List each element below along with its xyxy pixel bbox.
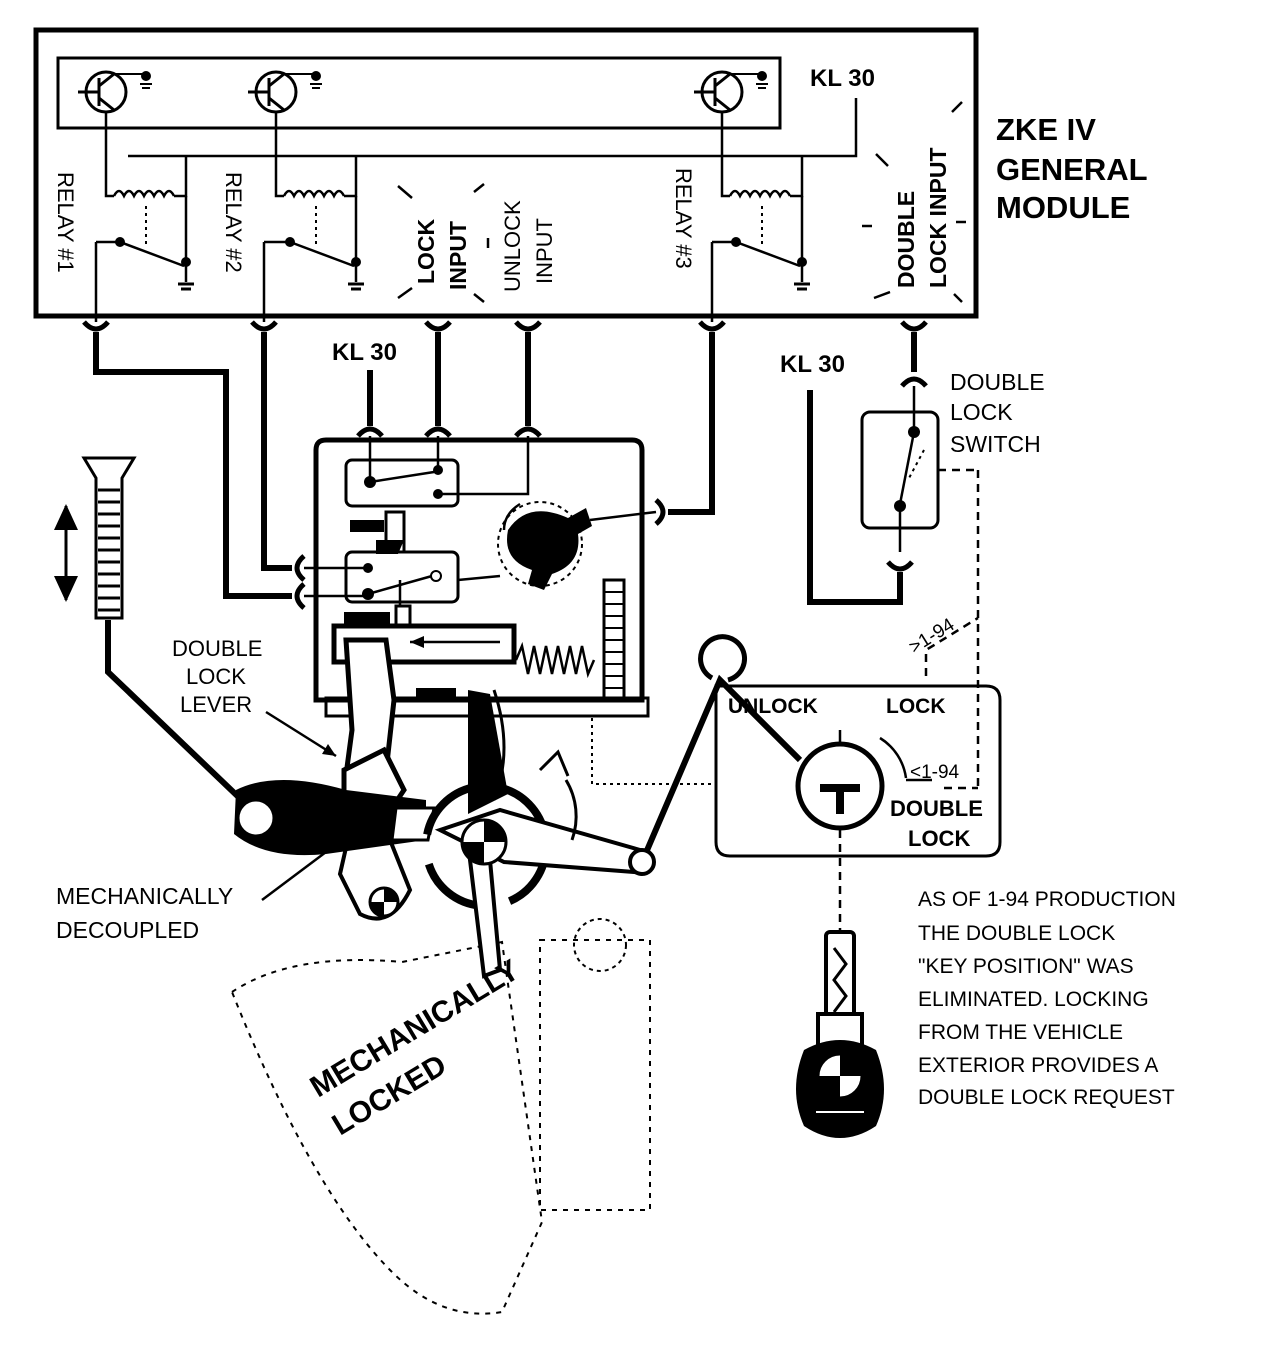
cylinder-double-lock-label-2: LOCK [908,826,970,851]
relay-2-label: RELAY #2 [221,172,246,273]
transistor-icon [694,70,768,114]
relay-3 [710,112,810,322]
module-title-line2: GENERAL [996,152,1148,187]
module-kl30-label: KL 30 [810,65,875,92]
kl30-switch-label: KL 30 [780,351,845,378]
kl30-actuator-label: KL 30 [332,339,397,366]
cylinder-double-lock-label-1: DOUBLE [890,796,983,821]
note-line-7: DOUBLE LOCK REQUEST [918,1086,1175,1109]
lock-input-label-1: LOCK [413,218,439,284]
note-line-3: "KEY POSITION" WAS [918,955,1134,978]
double-lock-switch-label-2: LOCK [950,399,1013,425]
up-down-arrow-icon [54,504,78,602]
double-lock-switch-label-3: SWITCH [950,431,1041,457]
note-line-1: AS OF 1-94 PRODUCTION [918,888,1176,911]
relay-1-label: RELAY #1 [53,172,78,273]
key-icon [796,930,884,1138]
before-1-94-label: <1-94 [910,762,960,783]
double-lock-switch-label-1: DOUBLE [950,369,1045,395]
decoupled-label-1: MECHANICALLY [56,883,233,909]
cylinder-unlock-label: UNLOCK [728,695,818,718]
decoupled-label-2: DECOUPLED [56,917,199,943]
double-lock-lever-label-2: LOCK [186,664,246,689]
note-line-4: ELIMINATED. LOCKING [918,988,1149,1011]
wiring-harness: KL 30 KL 30 [82,320,928,605]
cylinder-lock-label: LOCK [886,695,946,718]
lock-button-icon [81,456,137,620]
lock-cylinder-panel [714,616,1002,930]
transistor-icon [78,70,152,114]
motor-icon [497,501,657,590]
unlock-input-label-2: INPUT [532,218,557,284]
production-note: AS OF 1-94 PRODUCTION THE DOUBLE LOCK "K… [918,888,1176,1109]
relay-1 [94,112,194,322]
double-lock-input-label-1: DOUBLE [893,191,919,288]
relay-3-label: RELAY #3 [671,168,696,269]
double-lock-input-label-2: LOCK INPUT [925,147,951,288]
module-title-line1: ZKE IV [996,112,1096,147]
double-lock-lever-label-1: DOUBLE [172,636,262,661]
input-marker-ticks [397,183,490,303]
note-line-2: THE DOUBLE LOCK [918,922,1115,945]
note-line-5: FROM THE VEHICLE [918,1021,1123,1044]
after-1-94-label: >1-94 [906,614,959,658]
unlock-input-label-1: UNLOCK [500,200,525,292]
door-lock-mechanism [54,456,803,1315]
double-lock-marker-ticks [862,101,966,303]
lock-input-label-2: INPUT [445,221,471,290]
note-line-6: EXTERIOR PROVIDES A [918,1054,1158,1077]
double-lock-switch [860,386,980,790]
module-title-line3: MODULE [996,190,1130,225]
relay-2 [262,112,364,322]
transistor-icon [248,70,322,114]
lock-actuator [294,426,716,785]
general-module: KL 30 [33,27,979,322]
double-lock-lever-label-3: LEVER [180,692,252,717]
